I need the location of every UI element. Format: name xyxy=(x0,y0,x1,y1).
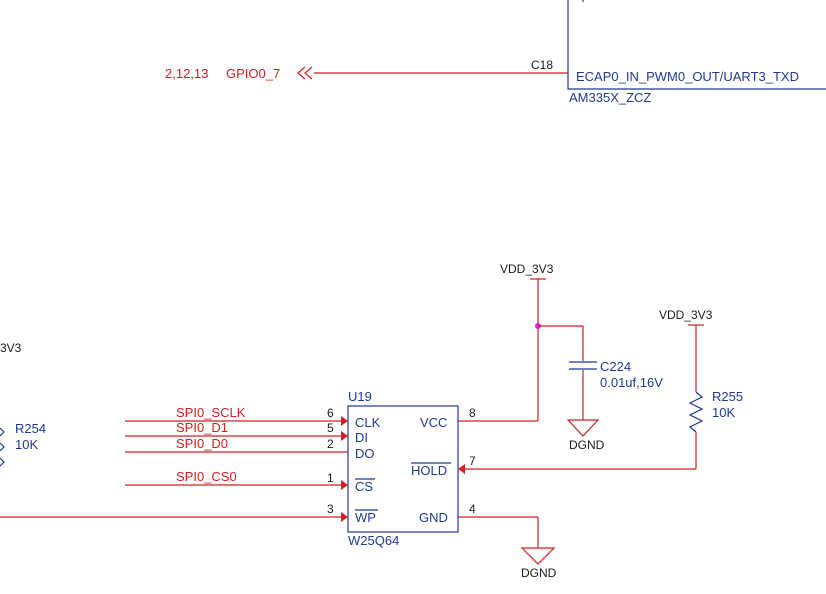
r255-resistor-icon xyxy=(688,391,704,433)
r254-value: 10K xyxy=(15,437,38,452)
ecap0-signal-text: ECAP0_IN_PWM0_OUT/UART3_TXD xyxy=(576,69,799,84)
am335x-part-name: AM335X_ZCZ xyxy=(569,90,651,105)
pin-gnd-label: GND xyxy=(419,510,448,525)
off-sheet-connector-icon xyxy=(297,66,313,80)
u19-ref: U19 xyxy=(348,389,372,404)
am335x-body-outline xyxy=(567,0,826,90)
pin-num-cs: 1 xyxy=(327,471,334,485)
dgnd1-label: DGND xyxy=(569,438,605,452)
vdd1-label: VDD_3V3 xyxy=(500,262,554,276)
pin-cs-label: CS xyxy=(355,479,373,494)
pin-num-di: 5 xyxy=(327,421,334,435)
spi0-d0-label: SPI0_D0 xyxy=(176,436,228,451)
pin-vcc-label: VCC xyxy=(420,415,447,430)
c224-capacitor xyxy=(569,361,597,370)
dgnd1-ground-icon xyxy=(566,419,600,437)
c224-value: 0.01uf,16V xyxy=(600,375,663,390)
hold-input-arrow-icon xyxy=(458,464,465,474)
vdd2-label: VDD_3V3 xyxy=(659,308,713,322)
c18-pin-label: C18 xyxy=(531,58,553,72)
pin-num-do: 2 xyxy=(327,437,334,451)
u19-flash-symbol: U19 W25Q64 CLK DI DO CS WP VCC HOLD GND xyxy=(347,389,459,548)
r254-resistor-icon xyxy=(0,427,5,467)
pin-num-vcc: 8 xyxy=(469,406,476,420)
pin-do-label: DO xyxy=(355,446,375,461)
pin-wp-label: WP xyxy=(355,510,376,525)
pin-hold-label: HOLD xyxy=(411,463,447,478)
pin-num-gnd: 4 xyxy=(469,502,476,516)
pin-num-wp: 3 xyxy=(327,502,334,516)
left-power-fragment: 3V3 xyxy=(0,341,22,355)
dgnd2-label: DGND xyxy=(521,566,557,580)
r255-value: 10K xyxy=(712,405,735,420)
pin-clk-label: CLK xyxy=(355,415,381,430)
r255-ref: R255 xyxy=(712,389,743,404)
sheet-refs: 2,12,13 xyxy=(165,66,208,81)
spi0-cs0-label: SPI0_CS0 xyxy=(176,469,237,484)
pin-num-hold: 7 xyxy=(469,454,476,468)
pin-num-clk: 6 xyxy=(327,406,334,420)
am335x-symbol xyxy=(567,0,826,90)
wp-input-arrow-icon xyxy=(341,512,348,522)
gpio0-7-net-label: GPIO0_7 xyxy=(226,66,280,81)
r254-ref: R254 xyxy=(15,421,46,436)
pin-di-label: DI xyxy=(355,430,368,445)
c224-ref: C224 xyxy=(600,359,631,374)
spi0-sclk-label: SPI0_SCLK xyxy=(176,405,246,420)
dgnd2-ground-icon xyxy=(520,547,556,565)
di-input-arrow-icon xyxy=(341,431,348,441)
cs-input-arrow-icon xyxy=(341,480,348,490)
clk-input-arrow-icon xyxy=(341,416,348,426)
u19-part: W25Q64 xyxy=(348,533,399,548)
spi0-d1-label: SPI0_D1 xyxy=(176,420,228,435)
